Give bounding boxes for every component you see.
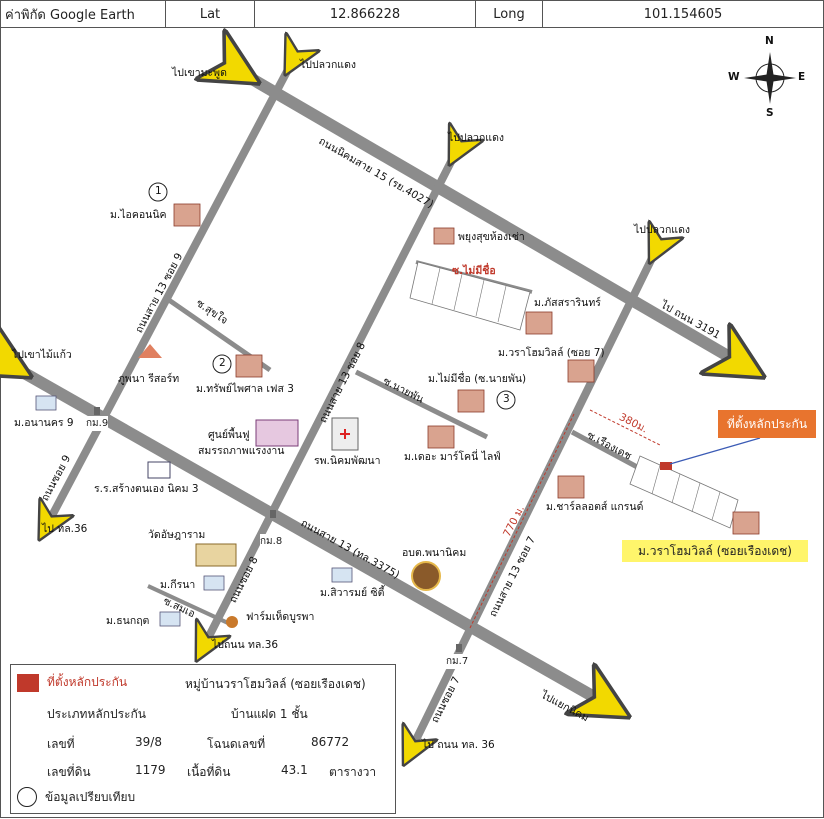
dir-khao-mapoot: ไปเขามะพูด bbox=[172, 67, 227, 79]
temple-icon bbox=[195, 543, 237, 567]
village-icon bbox=[159, 611, 181, 627]
house-icon bbox=[732, 511, 760, 535]
place-warahome7: ม.วราโฮมวิลล์ (ซอย 7) bbox=[498, 347, 605, 359]
center-building-icon bbox=[255, 419, 299, 447]
distance-380-line bbox=[589, 409, 661, 446]
village-icon bbox=[35, 395, 57, 411]
village-icon bbox=[331, 567, 353, 583]
long-label: Long bbox=[476, 1, 543, 27]
km-post-icon bbox=[94, 407, 100, 415]
place-phuphan: ภูพนา รีสอร์ท bbox=[118, 373, 180, 385]
dir-pluak-daeng-1: ไปปลวกแดง bbox=[300, 59, 357, 71]
compare-circle-icon bbox=[17, 787, 37, 807]
legend-box: ที่ตั้งหลักประกัน หมู่บ้านวราโฮมวิลล์ (ซ… bbox=[10, 664, 396, 814]
subject-callout: ที่ตั้งหลักประกัน bbox=[718, 410, 816, 438]
legend-deed-label: โฉนดเลขที่ bbox=[207, 737, 266, 751]
house-icon bbox=[173, 203, 201, 227]
school-flag-icon bbox=[147, 461, 171, 479]
house-icon bbox=[235, 354, 263, 378]
road-soi-samoe bbox=[147, 584, 229, 625]
place-center: ศูนย์พื้นฟู bbox=[208, 429, 250, 441]
place-hospital: รพ.นิคมพัฒนา bbox=[314, 455, 381, 467]
legend-compare-label: ข้อมูลเปรียบเทียบ bbox=[45, 789, 136, 804]
legend-area-label: เนื้อที่ดิน bbox=[187, 765, 231, 779]
obt-seal-icon bbox=[411, 561, 441, 591]
subject-swatch-icon bbox=[17, 673, 39, 692]
coord-label: ค่าพิกัด Google Earth bbox=[1, 1, 166, 27]
km-post-icon bbox=[456, 644, 462, 652]
coordinate-header: ค่าพิกัด Google Earth Lat 12.866228 Long… bbox=[0, 0, 824, 28]
marker-2: 2 bbox=[219, 357, 226, 369]
km9-label: กม.9 bbox=[86, 416, 109, 431]
place-siwarom: ม.สิวารมย์ ซิตี้ bbox=[320, 587, 385, 599]
marker-circle-2 bbox=[212, 354, 232, 374]
hospital-cross-icon bbox=[340, 429, 350, 439]
marker-circle-3 bbox=[496, 390, 516, 410]
compass-w: W bbox=[728, 71, 740, 83]
compass-e: E bbox=[798, 71, 806, 83]
subdivision-grid-2 bbox=[629, 455, 739, 529]
legend-land-no-label: เลขที่ดิน bbox=[47, 765, 91, 779]
dir-pluak-daeng-2: ไปปลวกแดง bbox=[448, 132, 505, 144]
house-icon bbox=[525, 311, 553, 335]
road-label-mai-mi-chue: ซ.ไม่มีชื่อ bbox=[452, 265, 496, 277]
place-sapphai: ม.ทรัพย์ไพศาล เฟส 3 bbox=[196, 383, 294, 395]
long-value: 101.154605 bbox=[643, 6, 723, 22]
place-charlotte: ม.ชาร์ลลอตส์ แกรนด์ bbox=[546, 501, 644, 513]
house-icon bbox=[567, 359, 595, 383]
dir-khao-mai-kaew: ไปเขาไม้แก้ว bbox=[12, 349, 72, 361]
house-icon bbox=[433, 227, 455, 245]
compass-s: S bbox=[766, 107, 774, 119]
compass-rose-icon bbox=[744, 52, 796, 104]
place-obt: อบต.พนานิคม bbox=[402, 547, 467, 559]
mushroom-farm-icon bbox=[226, 616, 238, 628]
compass-n: N bbox=[765, 35, 774, 47]
km7-label: กม.7 bbox=[446, 654, 469, 669]
dir-pluak-daeng-3: ไปปลวกแดง bbox=[634, 224, 691, 236]
legend-type-value: บ้านแฝด 1 ชั้น bbox=[231, 707, 308, 721]
lat-value: 12.866228 bbox=[255, 1, 476, 27]
marker-1: 1 bbox=[155, 185, 162, 197]
house-icon bbox=[427, 425, 455, 449]
dir-hl36-a: ไป ทล.36 bbox=[42, 523, 88, 535]
house-icon bbox=[457, 389, 485, 413]
road-soi-naiphan bbox=[354, 369, 489, 440]
lat-label: Lat bbox=[166, 1, 255, 27]
dir-hl36-c: ไป ถนน ทล. 36 bbox=[422, 739, 495, 751]
marker-3: 3 bbox=[503, 393, 510, 405]
resort-icon bbox=[138, 344, 162, 358]
legend-no-value: 39/8 bbox=[135, 735, 162, 749]
place-icon-nik: ม.ไอคอนนิค bbox=[110, 209, 167, 221]
callout-leader bbox=[669, 437, 761, 465]
place-school: ร.ร.สร้างตนเอง นิคม 3 bbox=[94, 483, 199, 495]
dir-hl36-b: ไปถนน ทล.36 bbox=[212, 639, 279, 651]
legend-no-label: เลขที่ bbox=[47, 737, 75, 751]
legend-area-unit: ตารางวา bbox=[329, 765, 377, 779]
km-post-icon bbox=[270, 510, 276, 518]
place-center2: สมรรถภาพแรงงาน bbox=[198, 445, 285, 457]
house-icon bbox=[557, 475, 585, 499]
marker-circle-1 bbox=[148, 182, 168, 202]
legend-project-name: หมู่บ้านวราโฮมวิลล์ (ซอยเรืองเดช) bbox=[185, 677, 366, 691]
legend-area-value: 43.1 bbox=[281, 763, 308, 777]
place-anan: ม.อนานคร 9 bbox=[14, 417, 74, 429]
km8-label: กม.8 bbox=[260, 534, 283, 549]
place-farm: ฟาร์มเห็ดบูรพา bbox=[246, 611, 315, 623]
legend-subject-label: ที่ตั้งหลักประกัน bbox=[47, 675, 128, 689]
legend-type-label: ประเภทหลักประกัน bbox=[47, 707, 146, 721]
place-the-marconi: ม.เดอะ มาร์โคนี่ ไลฟ์ bbox=[404, 451, 501, 463]
legend-land-no-value: 1179 bbox=[135, 763, 166, 777]
subject-project-label: ม.วราโฮมวิลล์ (ซอยเรืองเดช) bbox=[622, 540, 808, 562]
place-kirana: ม.กีรนา bbox=[160, 579, 196, 591]
subject-lot-marker bbox=[660, 462, 672, 470]
place-temple: วัดอัษฎาราม bbox=[148, 529, 206, 541]
place-mai-mi-chue: ม.ไม่มีชื่อ (ซ.นายพัน) bbox=[428, 373, 527, 385]
place-phayung: พยุงสุขห้องเช่า bbox=[458, 231, 525, 243]
place-phatsara: ม.ภัสสรารินทร์ bbox=[534, 297, 601, 309]
place-thanakul: ม.ธนกฤต bbox=[106, 615, 150, 627]
village-icon bbox=[203, 575, 225, 591]
legend-deed-value: 86772 bbox=[311, 735, 350, 749]
